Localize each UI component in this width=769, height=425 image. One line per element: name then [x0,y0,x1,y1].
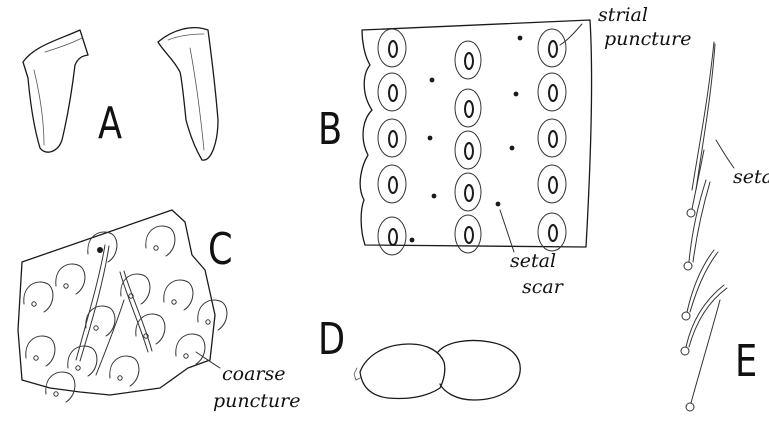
panel-d-right-bulb [438,340,520,400]
panel-e-socket [686,403,694,411]
panel-a-right-tooth [158,28,218,160]
panel-label-b: B [318,108,342,152]
strial-puncture [455,173,481,211]
coarse-puncture [146,226,175,256]
coarse-puncture-leader [196,352,220,368]
panel-c-seta [120,272,148,352]
panel-e-seta-long [692,42,714,190]
setal-scar [410,238,415,243]
setal-scar [496,202,501,207]
setal-scar [430,78,435,83]
panel-e-seta [691,300,720,403]
setal-scar [518,36,523,41]
panel-c-seta [76,245,105,360]
annotation-seta: seta [733,168,769,187]
panel-c-outline [18,210,215,395]
strial-puncture [378,119,406,157]
seta-leader [716,140,734,168]
strial-puncture [538,29,566,67]
strial-puncture-leader [560,24,582,45]
panel-b-drawing [360,20,591,255]
annotation-scar: scar [522,278,563,297]
strial-puncture [538,119,566,157]
annotation-strial: strial [598,6,648,25]
setal-scar [432,194,437,199]
coarse-puncture [46,372,75,402]
annotation-coarse: coarse [222,365,286,384]
coarse-puncture [24,282,53,312]
panel-e-socket [687,209,695,217]
strial-puncture [455,89,481,127]
annotation-coarse-puncture: puncture [213,392,300,411]
panel-c-drawing [18,210,227,402]
coarse-puncture [68,346,97,376]
panel-c-seta [96,300,124,375]
strial-puncture [378,165,406,203]
panel-b-strial-punctures [378,29,566,255]
annotation-setal: setal [510,252,556,271]
panel-d-drawing [354,340,520,400]
coarse-puncture [56,264,85,294]
strial-puncture [538,73,566,111]
strial-puncture [538,213,566,251]
coarse-puncture [164,280,193,310]
strial-puncture [378,217,406,255]
coarse-puncture [110,356,139,386]
annotation-puncture: puncture [604,30,691,49]
panel-e-socket [684,262,692,270]
panel-e-seta [689,180,706,262]
panel-label-a: A [98,102,122,146]
panel-label-d: D [318,318,345,362]
panel-e-socket [682,312,690,320]
setal-scar [428,136,433,141]
panel-e-drawing [681,42,734,411]
coarse-puncture [176,334,205,364]
strial-puncture [378,73,406,111]
panel-c-coarse-punctures [24,226,227,402]
coarse-puncture [26,336,55,366]
strial-puncture [455,41,481,79]
strial-puncture [455,215,481,253]
panel-e-socket [681,347,689,355]
panel-e-seta [687,250,714,312]
panel-label-c: C [208,228,233,272]
setal-scar [514,92,519,97]
setal-scar [510,146,515,151]
panel-d-left-bulb [360,344,445,399]
strial-puncture [455,131,481,169]
panel-label-e: E [735,340,757,384]
strial-puncture [538,165,566,203]
strial-puncture [378,29,406,67]
